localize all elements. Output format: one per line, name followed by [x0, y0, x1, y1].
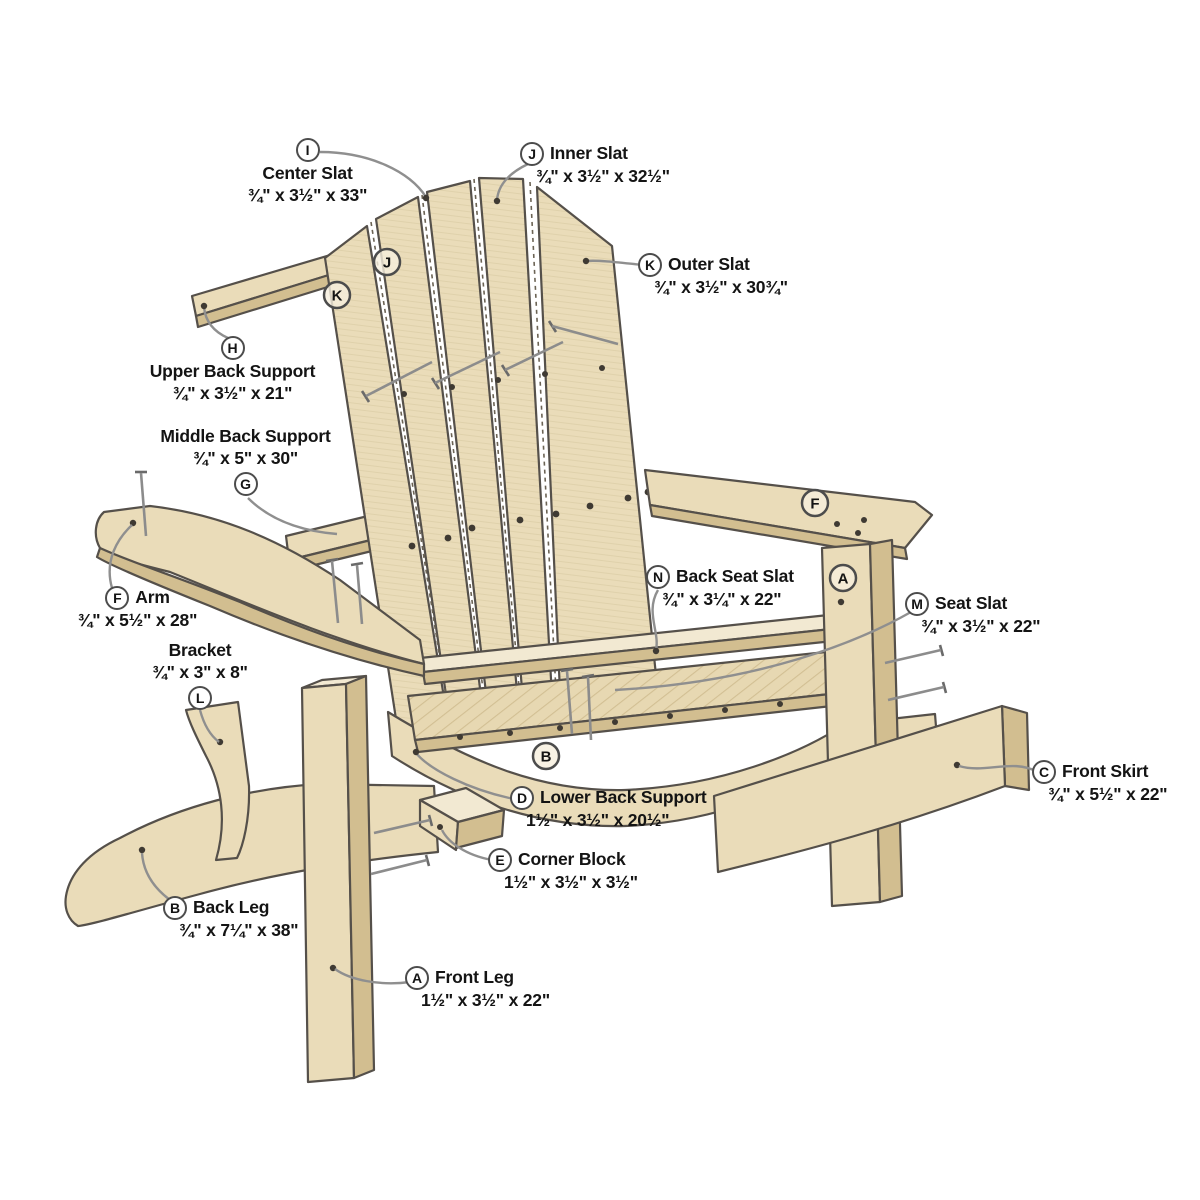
part-dims: ¾" x 5½" x 22": [1048, 784, 1168, 804]
part-dims: ¾" x 7¼" x 38": [179, 920, 299, 940]
leader-dots: [200, 194, 660, 756]
svg-text:B: B: [541, 749, 552, 766]
screws: [135, 320, 948, 876]
label-middle-back-support: Middle Back Support ¾" x 5" x 30" G: [148, 426, 343, 497]
label-upper-back-support: H Upper Back Support ¾" x 3½" x 21": [135, 336, 330, 404]
badge-lower-back-support: D: [510, 786, 534, 810]
part-name: Lower Back Support: [540, 787, 707, 808]
part-front-skirt: [712, 704, 1031, 874]
marker-front-leg: A: [828, 563, 858, 593]
part-name: Front Leg: [435, 967, 514, 988]
label-inner-slat: J Inner Slat ¾" x 3½" x 32½": [520, 142, 710, 188]
part-upper-back-support: [190, 246, 362, 329]
svg-text:A: A: [838, 571, 849, 588]
badge-corner-block: E: [488, 848, 512, 872]
part-dims: ¾" x 5½" x 28": [77, 610, 198, 630]
label-center-slat: I Center Slat ¾" x 3½" x 33": [215, 138, 400, 206]
slat-gaps: [370, 178, 557, 717]
label-outer-slat: K Outer Slat ¾" x 3½" x 30¾": [638, 253, 828, 299]
marker-outer-slat: K: [322, 280, 352, 310]
part-name: Upper Back Support: [149, 361, 316, 381]
part-name: Middle Back Support: [160, 426, 331, 446]
badge-back-seat-slat: N: [646, 565, 670, 589]
badge-bracket: L: [188, 686, 212, 711]
part-name: Bracket: [168, 640, 232, 660]
part-dims: 1½" x 3½" x 22": [421, 990, 550, 1010]
label-seat-slat: M Seat Slat ¾" x 3½" x 22": [905, 592, 1085, 638]
part-dims: ¾" x 3½" x 22": [921, 616, 1041, 636]
label-corner-block: E Corner Block 1½" x 3½" x 3½": [488, 848, 678, 894]
label-arm: F Arm ¾" x 5½" x 28": [55, 586, 220, 632]
part-back-slats: [323, 176, 660, 747]
part-name: Front Skirt: [1062, 761, 1149, 782]
label-back-seat-slat: N Back Seat Slat ¾" x 3¼" x 22": [646, 565, 826, 611]
badge-upper-back-support: H: [220, 336, 245, 360]
part-dims: ¾" x 3½" x 21": [172, 382, 293, 403]
svg-text:F: F: [810, 496, 819, 513]
part-dims: 1½" x 3½" x 20½": [526, 810, 670, 830]
badge-outer-slat: K: [638, 253, 662, 277]
badge-seat-slat: M: [905, 592, 929, 616]
part-name: Inner Slat: [550, 143, 628, 164]
part-left-front-leg: [300, 674, 376, 1084]
marker-inner-slat: J: [372, 247, 402, 277]
marker-arm: F: [800, 488, 830, 518]
part-left-arm: [94, 504, 426, 678]
part-dims: ¾" x 3½" x 32½": [536, 166, 670, 186]
badge-inner-slat: J: [520, 142, 544, 166]
marker-back-leg: B: [531, 741, 561, 771]
part-name: Center Slat: [262, 163, 353, 183]
badge-front-skirt: C: [1032, 760, 1056, 784]
svg-text:J: J: [383, 255, 391, 272]
label-front-leg: A Front Leg 1½" x 3½" x 22": [405, 966, 590, 1012]
part-right-front-leg: [820, 538, 904, 908]
part-bracket: [184, 700, 251, 862]
part-dims: ¾" x 5" x 30": [193, 447, 298, 468]
badge-middle-back-support: G: [233, 472, 258, 497]
svg-text:K: K: [332, 288, 343, 305]
part-name: Corner Block: [518, 849, 626, 870]
part-name: Back Leg: [193, 897, 270, 918]
label-lower-back-support: D Lower Back Support 1½" x 3½" x 20½": [510, 786, 720, 832]
badge-back-leg: B: [163, 896, 187, 920]
leader-lines: [108, 150, 1039, 985]
part-name: Outer Slat: [668, 254, 750, 275]
part-name: Arm: [135, 587, 170, 608]
screw-holes: [401, 365, 652, 550]
part-dims: ¾" x 3½" x 33": [247, 184, 368, 205]
badge-front-leg: A: [405, 966, 429, 990]
part-name: Seat Slat: [935, 593, 1008, 614]
part-dims: 1½" x 3½" x 3½": [504, 872, 638, 892]
label-bracket: Bracket ¾" x 3" x 8" L: [120, 640, 280, 711]
label-front-skirt: C Front Skirt ¾" x 5½" x 22": [1032, 760, 1197, 806]
badge-center-slat: I: [295, 138, 320, 162]
part-name: Back Seat Slat: [676, 566, 794, 587]
part-dims: ¾" x 3½" x 30¾": [654, 277, 788, 297]
badge-arm: F: [105, 586, 130, 610]
label-back-leg: B Back Leg ¾" x 7¼" x 38": [163, 896, 338, 942]
part-dims: ¾" x 3" x 8": [152, 661, 248, 682]
on-part-markers: J K F A B: [322, 247, 858, 771]
part-dims: ¾" x 3¼" x 22": [662, 589, 782, 609]
